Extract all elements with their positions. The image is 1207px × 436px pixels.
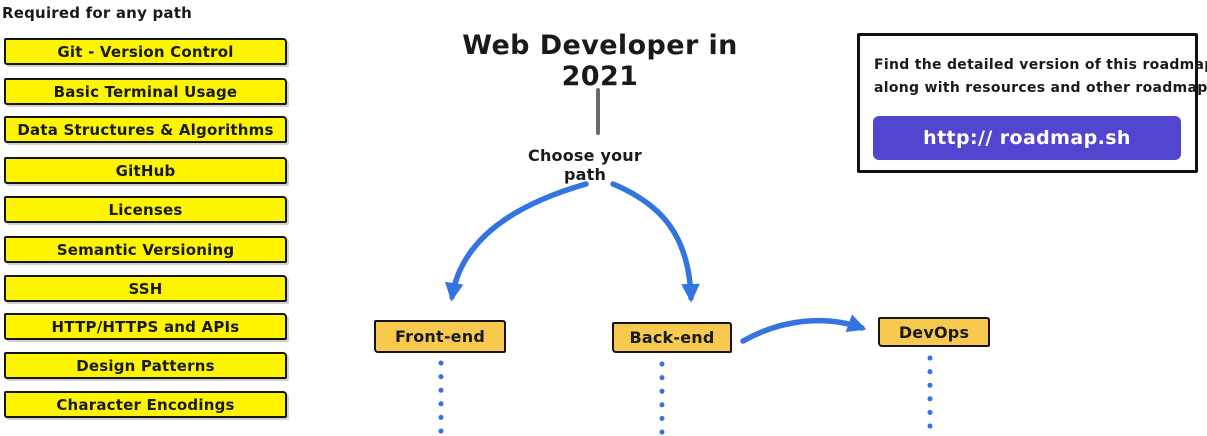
sidebar-item-ssh[interactable]: SSH xyxy=(4,275,287,302)
sidebar-item-design-patterns[interactable]: Design Patterns xyxy=(4,352,287,379)
choose-path-label: Choose your path xyxy=(528,146,642,184)
sidebar-item-semantic-versioning[interactable]: Semantic Versioning xyxy=(4,236,287,263)
curved-arrow-to-front-end-icon xyxy=(444,181,589,302)
info-box: Find the detailed version of this roadma… xyxy=(857,33,1207,173)
path-node-devops[interactable]: DevOps xyxy=(878,317,990,347)
sidebar-item-http-https-and-apis[interactable]: HTTP/HTTPS and APIs xyxy=(4,313,287,340)
curved-arrow-to-back-end-icon xyxy=(610,181,700,303)
path-node-back-end[interactable]: Back-end xyxy=(612,322,732,353)
info-box-line1: Find the detailed version of this roadma… xyxy=(874,57,1207,73)
info-box-line2: along with resources and other roadmaps xyxy=(874,80,1207,96)
sidebar-item-basic-terminal-usage[interactable]: Basic Terminal Usage xyxy=(4,78,287,105)
sidebar-item-character-encodings[interactable]: Character Encodings xyxy=(4,391,287,418)
curved-arrow-to-devops-icon xyxy=(740,314,867,344)
roadmap-url-button[interactable]: http:// roadmap.sh xyxy=(873,116,1181,160)
path-node-front-end[interactable]: Front-end xyxy=(374,320,506,353)
sidebar-item-git-version-control[interactable]: Git - Version Control xyxy=(4,38,287,65)
sidebar-item-licenses[interactable]: Licenses xyxy=(4,196,287,223)
page-title: Web Developer in 2021 xyxy=(462,30,738,92)
sidebar-item-github[interactable]: GitHub xyxy=(4,157,287,184)
title-connector-line xyxy=(596,88,600,135)
sidebar-header: Required for any path xyxy=(2,4,192,22)
sidebar-item-data-structures-algorithms[interactable]: Data Structures & Algorithms xyxy=(4,116,287,143)
